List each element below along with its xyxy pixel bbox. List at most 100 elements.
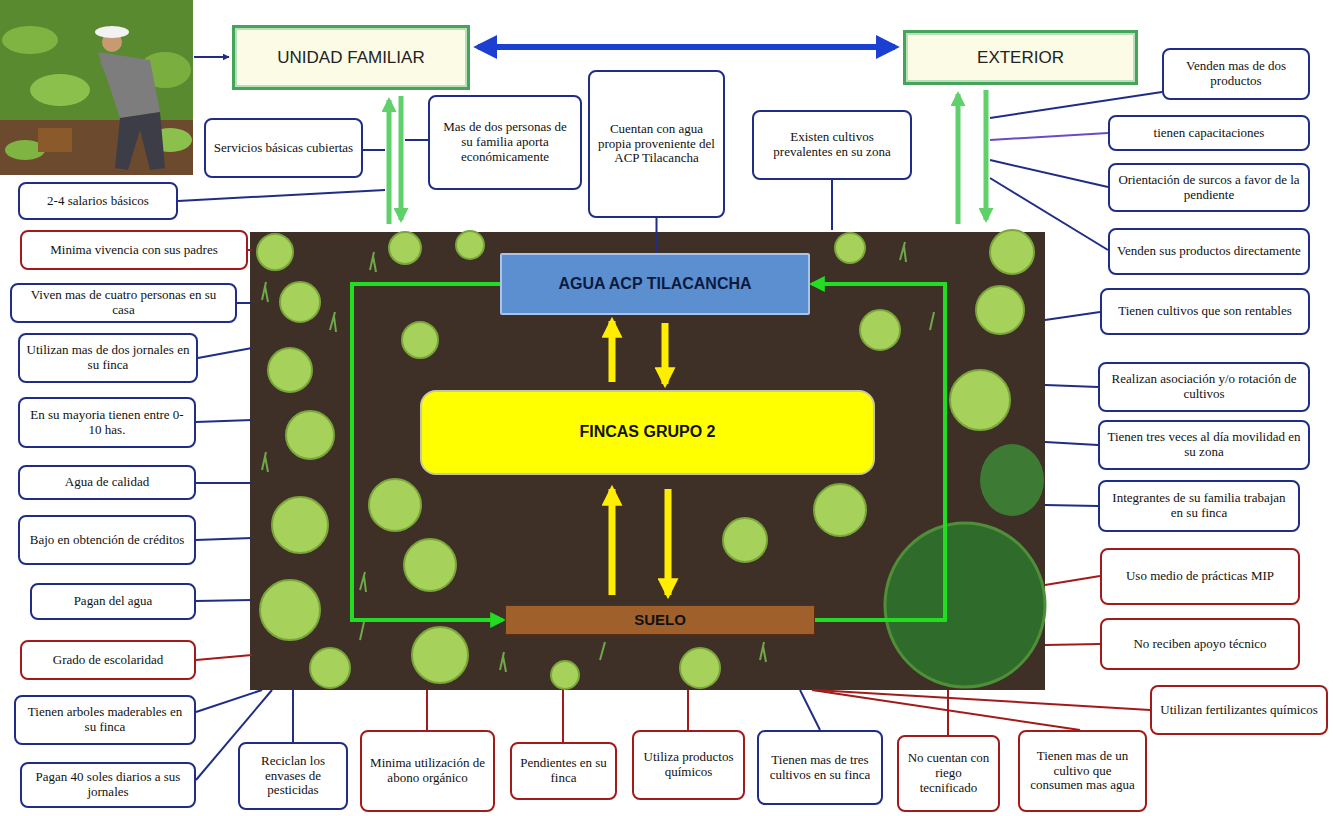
flow-arrow [956,94,961,224]
factor-box: Orientación de surcos a favor de la pend… [1108,163,1310,212]
leader-line [1045,312,1100,320]
connector [656,218,658,253]
leader-line [1045,644,1100,645]
cabbage [885,523,1045,687]
lettuce [272,497,328,553]
leaf [30,74,90,106]
farmer-arm [104,60,128,108]
factor-box: Tienen arboles maderables en su finca [14,695,196,745]
box-text: Minima vivencia con sus padres [50,243,218,258]
limiting-factor-box: Tienen mas de un cultivo que consumen ma… [1018,730,1147,812]
lettuce [280,282,320,322]
box-text: Agua de calidad [65,475,149,490]
factor-box: Reciclan los envases de pesticidas [238,742,348,810]
soil-ground [250,232,1045,690]
lettuce [723,518,767,562]
box-text: Utilizan fertilizantes químicos [1160,703,1317,718]
leader-line [947,690,949,735]
leader-line [1045,385,1098,387]
farmer-photo [0,0,193,175]
box-text: Cuentan con agua propia proveniente del … [596,122,717,167]
box-text: Orientación de surcos a favor de la pend… [1116,173,1302,203]
factor-box: En su mayoria tienen entre 0-10 has. [18,397,196,448]
basket [38,128,72,152]
leader-line [800,690,820,730]
leader-line [562,690,564,742]
leader-line [990,133,1108,140]
lettuce [404,539,456,591]
leader-line [363,149,385,151]
lettuce [260,580,320,640]
lettuce [268,348,312,392]
box-text: Grado de escolaridad [53,653,163,668]
box-text: Reciclan los envases de pesticidas [246,754,340,799]
box-text: Pendientes en su finca [518,756,609,786]
leader-line [196,482,252,484]
lettuce [412,627,468,683]
limiting-factor-box: Grado de escolaridad [20,640,196,680]
leader-line [178,190,385,201]
onion-sprouts [262,242,934,672]
soil-box: SUELO [505,605,815,635]
leader-line [237,302,252,304]
leader-line [687,690,689,730]
water-box: AGUA ACP TILACANCHA [500,253,810,315]
photo-ground [0,0,193,175]
limiting-factor-box: Pendientes en su finca [510,742,617,800]
leader-line [812,690,1080,730]
leaf [2,26,58,54]
leader-line [990,178,1108,250]
leader-line [248,249,252,251]
flow-arrow [387,100,392,224]
connector [665,489,672,595]
box-text: Uso medio de prácticas MIP [1126,569,1274,584]
factor-box: Venden mas de dos productos [1162,48,1310,100]
box-text: UNIDAD FAMILIAR [277,48,424,68]
box-text: Tienen arboles maderables en su finca [22,705,188,735]
leader-line [1045,505,1098,506]
limiting-factor-box: Utiliza productos químicos [632,730,745,800]
lettuce [990,230,1034,274]
factor-box: Realizan asociación y/o rotación de cult… [1098,362,1310,412]
factor-box: Venden sus productos directamente [1108,228,1310,275]
box-text: Minima utilización de abono orgánico [368,756,487,786]
box-text: EXTERIOR [977,48,1064,68]
limiting-factor-box: Utilizan fertilizantes químicos [1150,685,1328,735]
factor-box: Bajo en obtención de créditos [18,515,196,565]
field-photo [250,230,1045,690]
flow-arrow [399,96,404,220]
lettuce [369,479,421,531]
farmer-trousers [115,112,165,170]
lettuce [389,232,421,264]
factor-box: tienen capacitaciones [1108,115,1310,151]
box-text: Realizan asociación y/o rotación de cult… [1106,372,1302,402]
box-text: Tienen mas de tres cultivos en su finca [765,753,875,783]
box-text: Tienen tres veces al día movilidad en su… [1106,430,1302,460]
leader-arrow [194,56,229,58]
box-text: Tienen mas de un cultivo que consumen ma… [1026,749,1139,794]
box-text: AGUA ACP TILACANCHA [558,275,751,293]
leader-line [292,690,294,742]
box-text: Utilizan mas de dos jornales en su finca [26,343,190,373]
factor-box: Pagan 40 soles diarios a sus jornales [20,762,196,808]
lettuce [551,661,579,689]
leader-line [405,139,428,141]
lettuce [456,231,484,259]
leader-line [196,690,262,712]
system-box: UNIDAD FAMILIAR [232,25,470,90]
onion-rows [262,242,934,672]
box-text: FINCAS GRUPO 2 [579,423,715,441]
factor-box: Agua de calidad [18,465,196,500]
box-text: Utiliza productos químicos [640,750,737,780]
leader-line [196,600,252,601]
connector [609,321,616,382]
cabbage [980,444,1044,516]
lettuce [680,648,720,688]
box-text: Venden sus productos directamente [1117,244,1301,259]
lettuce [257,234,293,270]
lettuce [976,286,1024,334]
farmer-hat [95,26,129,38]
leader-line [815,690,1150,710]
box-text: No cuentan con riego tecnificado [905,751,992,796]
box-text: SUELO [634,611,686,628]
